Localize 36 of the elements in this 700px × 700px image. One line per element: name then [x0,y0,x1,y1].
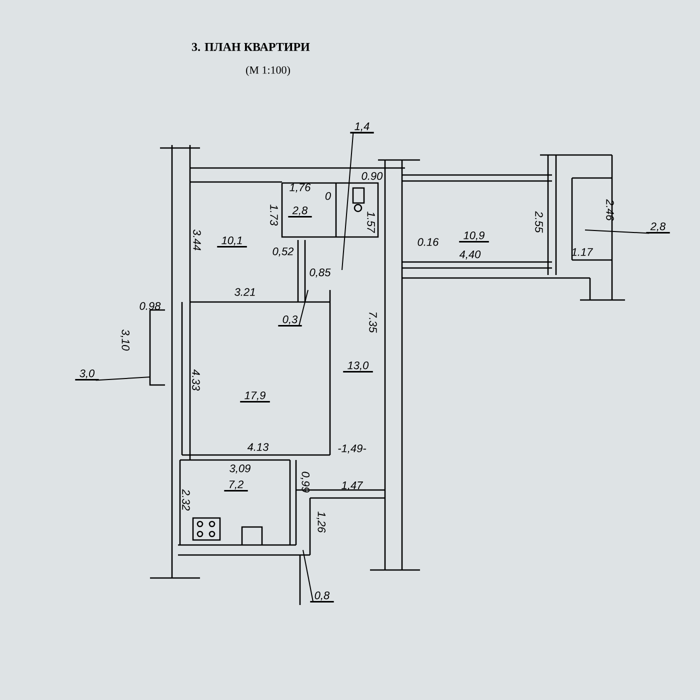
heading: 3. ПЛАН КВАРТИРИ [192,42,310,52]
dimension-label: 2.55 [535,211,543,233]
area-label: 2,8 [288,206,312,218]
dimension-label: 0,85 [310,268,331,278]
area-label: 7,2 [224,480,248,492]
callout-label: 3,0 [75,369,150,381]
dimension-label: 0 [325,192,331,200]
dimension-label: 3,09 [230,464,250,474]
dimension-label: 1.57 [367,212,375,234]
callout-label: 0,3 [278,290,308,327]
callout-label: 0,8 [302,550,334,603]
area-label: 10,1 [217,236,247,248]
dimension-label: -1,49- [338,444,366,454]
dimension-label: 0,99 [300,472,310,492]
dimension-label: 3.44 [193,230,201,250]
dimension-label: 4.13 [247,443,269,451]
dimension-label: 3.21 [234,288,255,296]
dimension-label: 1,76 [290,183,311,193]
dimension-label: 1,26 [316,512,326,533]
dimension-label: 1.17 [572,248,594,256]
area-label: 17,9 [240,391,270,403]
dimension-label: 1,47 [342,482,364,490]
scale-caption: (М 1:100) [246,66,290,76]
dimension-label: 3,10 [120,330,130,351]
dimension-label: 4,40 [459,250,481,260]
dimension-label: 7.35 [369,312,377,333]
dimension-label: 4.33 [192,369,200,391]
dimension-label: 0.16 [418,238,439,246]
callout-label: 2,8 [584,222,670,234]
dimension-label: 0.98 [140,302,161,310]
area-label: 13,0 [343,361,373,373]
area-label: 10,9 [459,231,489,243]
dimension-label: 0,52 [272,247,294,257]
dimension-label: 1.73 [270,204,278,226]
dimension-label: 0.90 [362,172,383,180]
dimension-label: 2.32 [182,489,190,511]
